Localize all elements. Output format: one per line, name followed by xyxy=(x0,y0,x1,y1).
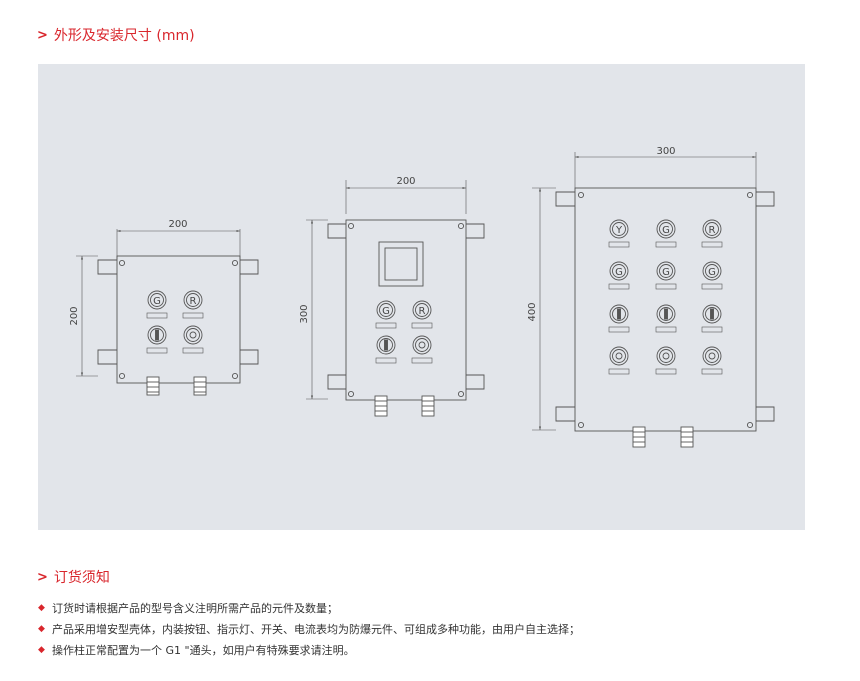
large-button-label-g: G xyxy=(662,225,670,236)
large-button-label-r: R xyxy=(709,225,716,236)
enclosure-large xyxy=(532,152,775,448)
note-text: 操作柱正常配置为一个 G1 "通头，如用户有特殊要求请注明。 xyxy=(52,644,355,657)
ordering-notes-list: ◆ 订货时请根据产品的型号含义注明所需产品的元件及数量； ◆ 产品采用增安型壳体… xyxy=(38,598,580,661)
note-text: 订货时请根据产品的型号含义注明所需产品的元件及数量； xyxy=(52,602,338,615)
small-height-dimension: 200 xyxy=(69,306,80,325)
note-text: 产品采用增安型壳体，内装按钮、指示灯、开关、电流表均为防爆元件、可组成多种功能，… xyxy=(52,623,580,636)
chevron-right-icon: > xyxy=(37,27,48,43)
large-height-dimension: 400 xyxy=(527,302,538,321)
diamond-bullet-icon: ◆ xyxy=(38,645,45,655)
medium-height-dimension: 300 xyxy=(299,304,310,323)
small-button-label-g: G xyxy=(153,296,161,307)
section-title-text: 订货须知 xyxy=(53,570,110,586)
large-width-dimension: 300 xyxy=(656,146,675,157)
large-button-label-y: Y xyxy=(615,225,623,236)
large-button-label-g-2a: G xyxy=(615,267,623,278)
medium-button-label-r: R xyxy=(419,306,426,317)
chevron-right-icon: > xyxy=(37,569,48,585)
enclosure-small xyxy=(76,229,259,396)
small-width-dimension: 200 xyxy=(168,219,187,230)
dimension-drawing-panel: 200 200 G R 200 xyxy=(38,64,805,530)
dimension-drawings: 200 200 G R 200 xyxy=(69,146,775,448)
section-title-text: 外形及安装尺寸 (mm) xyxy=(53,28,195,44)
list-item: ◆ 订货时请根据产品的型号含义注明所需产品的元件及数量； xyxy=(38,598,580,619)
medium-width-dimension: 200 xyxy=(396,176,415,187)
diamond-bullet-icon: ◆ xyxy=(38,603,45,613)
section-title-dimensions: > 外形及安装尺寸 (mm) xyxy=(37,25,195,45)
diamond-bullet-icon: ◆ xyxy=(38,624,45,634)
enclosure-medium xyxy=(306,180,485,417)
large-button-label-g-2b: G xyxy=(662,267,670,278)
list-item: ◆ 产品采用增安型壳体，内装按钮、指示灯、开关、电流表均为防爆元件、可组成多种功… xyxy=(38,619,580,640)
medium-button-label-g: G xyxy=(382,306,390,317)
list-item: ◆ 操作柱正常配置为一个 G1 "通头，如用户有特殊要求请注明。 xyxy=(38,640,580,661)
section-title-ordering: > 订货须知 xyxy=(37,567,110,587)
large-button-label-g-2c: G xyxy=(708,267,716,278)
small-button-label-r: R xyxy=(190,296,197,307)
